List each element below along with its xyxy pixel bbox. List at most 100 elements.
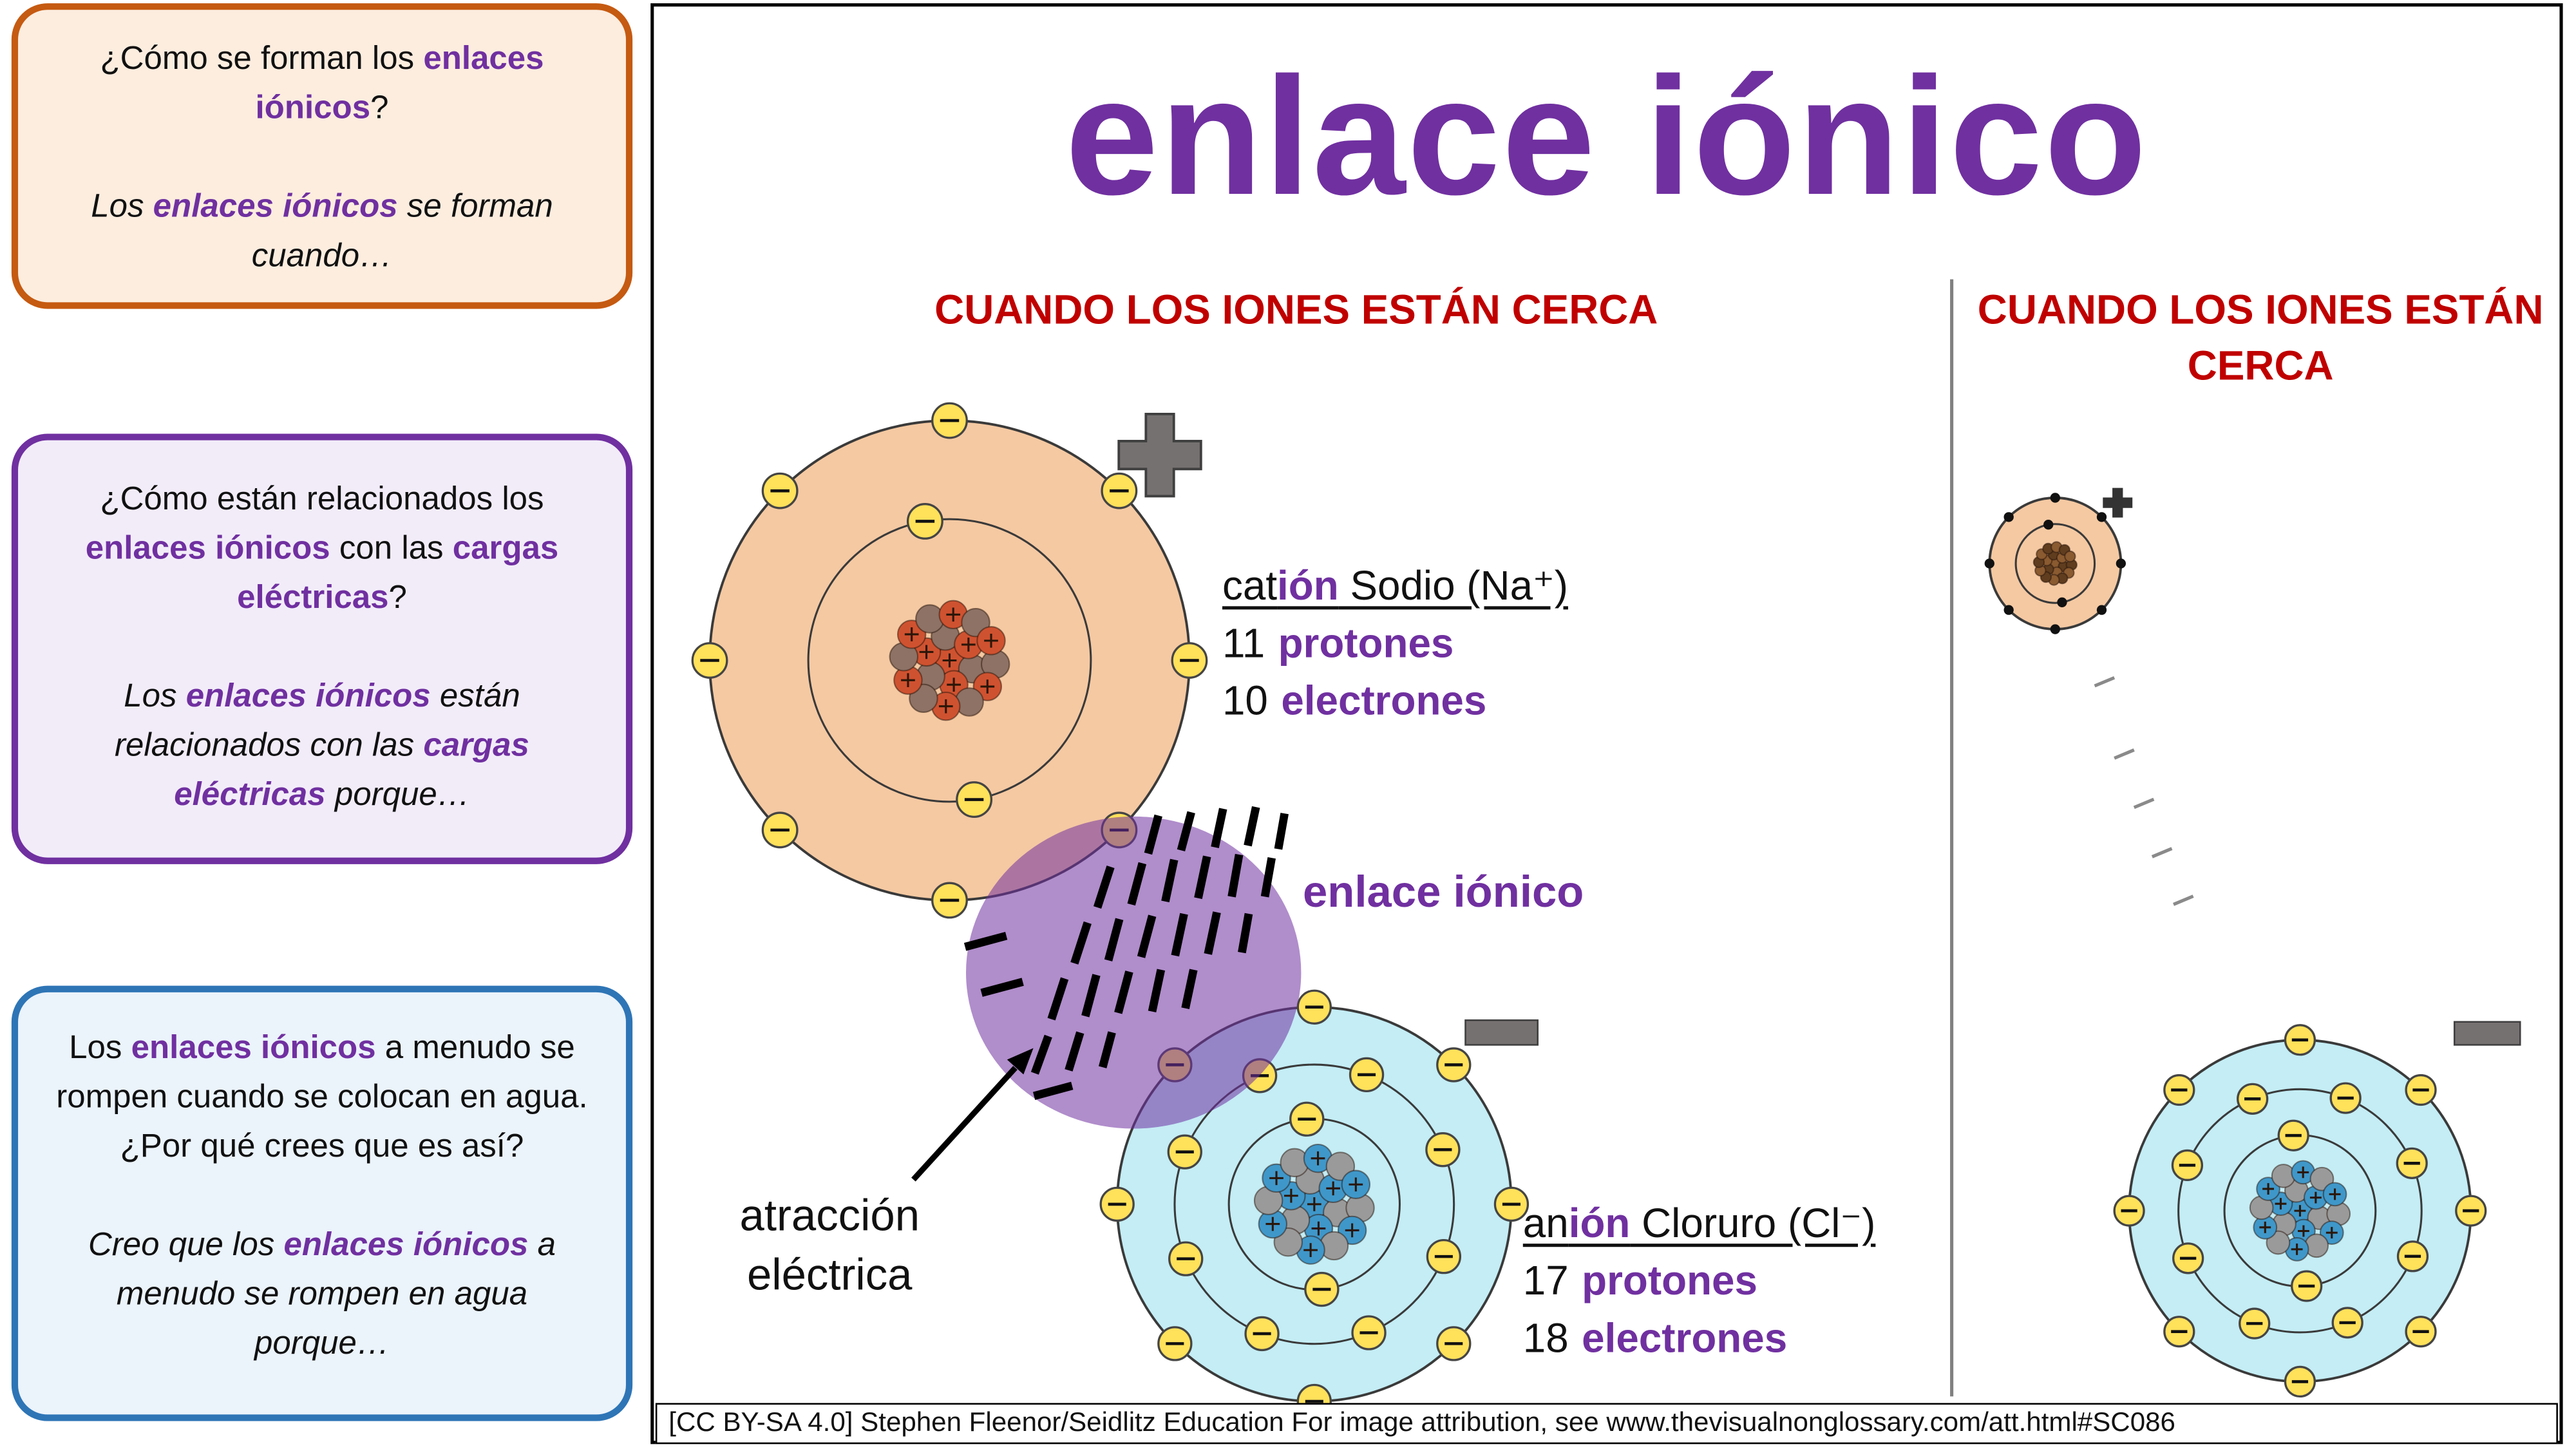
question-keyword: cargas eléctricas <box>237 530 559 616</box>
anion-electron-label: electrones <box>1582 1316 1788 1362</box>
cation-name-segment: cat <box>1222 563 1278 610</box>
question-segment: con las <box>330 530 453 567</box>
anion-proton-count: 17 <box>1522 1258 1569 1305</box>
minus-sign-small <box>2453 1021 2521 1046</box>
hatch-mark <box>1204 911 1221 955</box>
cation-proton-count: 11 <box>1222 621 1265 667</box>
electron <box>2050 493 2060 503</box>
far-dash <box>2151 847 2173 858</box>
hatch-mark <box>1137 914 1157 958</box>
question-segment: ¿Cómo están relacionados los <box>100 481 544 518</box>
hatch-mark <box>1148 969 1166 1013</box>
ionic-bond-region <box>965 816 1302 1129</box>
electron <box>1984 558 1994 569</box>
far-dash <box>2173 895 2194 906</box>
page-title: enlace iónico <box>1065 43 2148 231</box>
answer-keyword: enlaces iónicos <box>153 189 398 225</box>
answer-segment: Creo que los <box>88 1227 284 1264</box>
hatch-mark <box>1065 1031 1084 1072</box>
proton <box>2064 550 2076 563</box>
attraction-arrowhead <box>1007 1048 1034 1075</box>
question-text: ¿Cómo están relacionados los enlaces ión… <box>54 475 590 623</box>
anion-electron-count: 18 <box>1522 1316 1569 1362</box>
anion-name-keyword: ión <box>1568 1200 1631 1247</box>
section-header-far-line2: CERCA <box>2187 343 2334 390</box>
answer-keyword: enlaces iónicos <box>185 678 431 715</box>
far-dash <box>2094 676 2116 688</box>
hatch-mark <box>1047 977 1069 1021</box>
cation-electron-count: 10 <box>1222 678 1268 724</box>
hatch-mark <box>1114 971 1133 1014</box>
hatch-mark <box>1098 1031 1116 1068</box>
section-divider <box>1950 279 1953 1397</box>
hatch-mark <box>1081 974 1101 1018</box>
question-box-water: Los enlaces iónicos a menudo se rompen c… <box>11 985 633 1421</box>
chloride-ion-far <box>2113 1024 2487 1398</box>
electron <box>2116 558 2126 569</box>
electron <box>2043 520 2054 530</box>
question-segment: ? <box>370 90 389 127</box>
anion-electrons: 18 electrones <box>1523 1311 1876 1368</box>
question-keyword: enlaces iónicos <box>255 41 544 127</box>
answer-segment: Los <box>91 189 153 225</box>
question-segment: Los <box>69 1030 131 1066</box>
section-header-far-line1: CUANDO LOS IONES ESTÁN <box>1977 287 2544 334</box>
electron <box>2096 605 2107 615</box>
answer-segment: a menudo se rompen en agua porque… <box>116 1227 556 1362</box>
cation-electrons: 10 electrones <box>1222 674 1568 731</box>
attribution-text: [CC BY-SA 4.0] Stephen Fleenor/Seidlitz … <box>655 1403 2558 1444</box>
anion-name: anión Cloruro (Cl⁻) <box>1523 1196 1876 1253</box>
question-text: ¿Cómo se forman los enlaces iónicos? <box>54 35 590 133</box>
section-header-far: CUANDO LOS IONES ESTÁN CERCA <box>1971 283 2550 394</box>
sodium-ion-far <box>1984 493 2126 634</box>
anion-proton-label: protones <box>1582 1258 1757 1305</box>
chloride-ion-near-shell <box>1173 1063 1455 1345</box>
section-header-near: CUANDO LOS IONES ESTÁN CERCA <box>934 287 1658 334</box>
cation-name-segment: Sodio (Na⁺) <box>1338 563 1568 610</box>
hatch-mark <box>1194 855 1211 900</box>
hatch-mark <box>1244 806 1260 847</box>
answer-keyword: enlaces iónicos <box>283 1227 529 1264</box>
question-keyword: enlaces iónicos <box>85 530 330 567</box>
anion-name-segment: an <box>1522 1200 1569 1247</box>
hatch-mark <box>1177 811 1195 852</box>
hatch-mark <box>980 978 1024 997</box>
question-segment: a menudo se rompen cuando se colocan en … <box>56 1030 588 1165</box>
answer-stem: Los enlaces iónicos están relacionados c… <box>54 672 590 820</box>
plus-sign-small <box>2103 488 2133 518</box>
answer-segment: se forman cuando… <box>251 189 553 275</box>
question-box-charges: ¿Cómo están relacionados los enlaces ión… <box>11 433 633 864</box>
question-segment: ? <box>388 580 407 616</box>
electron <box>2050 624 2060 634</box>
anion-label: anión Cloruro (Cl⁻) 17 protones 18 electro… <box>1523 1196 1876 1368</box>
cation-electron-label: electrones <box>1281 678 1487 724</box>
electron <box>2096 512 2107 522</box>
far-dash <box>2133 797 2155 810</box>
answer-segment: Los <box>124 678 186 715</box>
anion-name-segment: Cloruro (Cl⁻) <box>1630 1200 1876 1247</box>
cation-proton-label: protones <box>1278 621 1454 667</box>
hatch-mark <box>1161 858 1179 903</box>
hatch-mark <box>1030 1034 1052 1075</box>
hatch-mark <box>1032 1081 1074 1100</box>
hatch-mark <box>1144 814 1162 855</box>
attraction-hatches <box>963 806 1289 1100</box>
hatch-mark <box>1104 918 1124 961</box>
hatch-mark <box>1238 913 1253 954</box>
cation-name-keyword: ión <box>1277 563 1339 610</box>
answer-segment: porque… <box>325 777 470 813</box>
hatch-mark <box>1127 862 1147 906</box>
hatch-mark <box>1181 969 1198 1009</box>
attraction-arrow <box>911 1066 1018 1182</box>
hatch-mark <box>1171 913 1188 957</box>
minus-sign <box>1464 1019 1539 1046</box>
answer-segment: están relacionados con las <box>115 678 520 764</box>
hatch-mark <box>1227 853 1244 898</box>
electron <box>2003 512 2014 522</box>
sodium-ion-near <box>691 402 1208 919</box>
hatch-mark <box>1093 866 1115 909</box>
plus-sign <box>1117 412 1202 498</box>
sodium-ion-near-shell <box>807 518 1092 803</box>
